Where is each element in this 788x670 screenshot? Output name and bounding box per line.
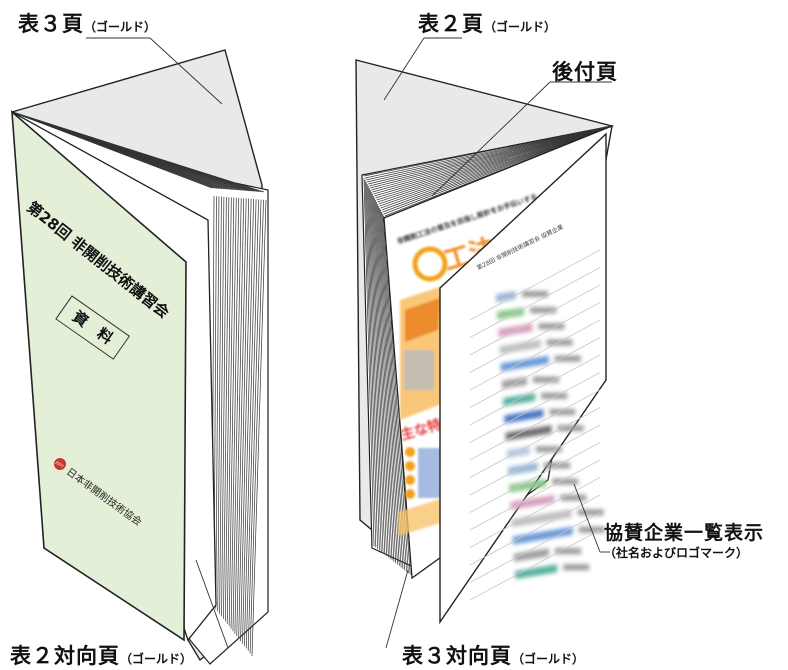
label-cover3: 表３頁（ゴールド） xyxy=(18,12,157,36)
sponsor-name xyxy=(549,409,576,416)
label-sponsors: 協賛企業一覧表示 （社名およびロゴマーク） xyxy=(604,522,765,560)
front-cover xyxy=(11,110,187,642)
sponsor-logo xyxy=(499,339,541,355)
label-cover3-facing: 表３対向頁（ゴールド） xyxy=(402,644,585,668)
sponsor-logo xyxy=(497,307,525,320)
sponsor-name xyxy=(557,425,584,432)
sponsor-name xyxy=(555,548,581,555)
leader-lines xyxy=(86,37,612,649)
svg-text:JSTT: JSTT xyxy=(54,459,65,469)
sponsor-logo xyxy=(514,548,549,562)
sponsor-logo xyxy=(505,425,552,441)
sponsor-logo xyxy=(512,526,573,545)
sponsor-logo xyxy=(508,462,538,476)
sponsor-name xyxy=(563,564,590,571)
sponsor-logo xyxy=(506,446,530,459)
left-booklet: 第28回 非開削技術講習会 資 料 JSTT 日本非開削技術協会 xyxy=(10,49,269,665)
sponsor-name xyxy=(535,446,562,453)
sponsor-name xyxy=(538,323,565,330)
sponsor-name xyxy=(554,355,581,362)
label-cover2-facing: 表２対向頁（ゴールド） xyxy=(10,644,193,668)
sponsor-logo xyxy=(510,494,555,510)
label-cover2: 表２頁（ゴールド） xyxy=(418,12,557,36)
sponsor-logo xyxy=(511,509,572,528)
sponsor-name xyxy=(546,339,573,346)
sponsor-row-dividers xyxy=(469,249,601,601)
sponsor-name xyxy=(522,291,548,298)
right-booklet: 非開削工法の普及を目指し設計をお手伝いする 工法ん 主な特 第28回 非開削技術… xyxy=(355,59,615,625)
sponsor-name xyxy=(577,509,604,516)
sponsor-name xyxy=(560,494,587,501)
label-back-matter: 後付頁 xyxy=(552,60,618,84)
sponsor-logo xyxy=(500,355,549,372)
left-page-edges xyxy=(11,111,267,657)
sponsor-logo xyxy=(515,564,558,580)
sponsor-name xyxy=(533,376,559,383)
sponsor-logo xyxy=(496,291,516,303)
jstt-logo-icon xyxy=(54,458,66,470)
sponsor-name xyxy=(541,392,568,399)
sponsor-name xyxy=(530,307,557,314)
sponsor-name xyxy=(552,478,579,485)
sponsor-logo xyxy=(504,409,544,424)
sponsor-logo xyxy=(509,478,547,493)
